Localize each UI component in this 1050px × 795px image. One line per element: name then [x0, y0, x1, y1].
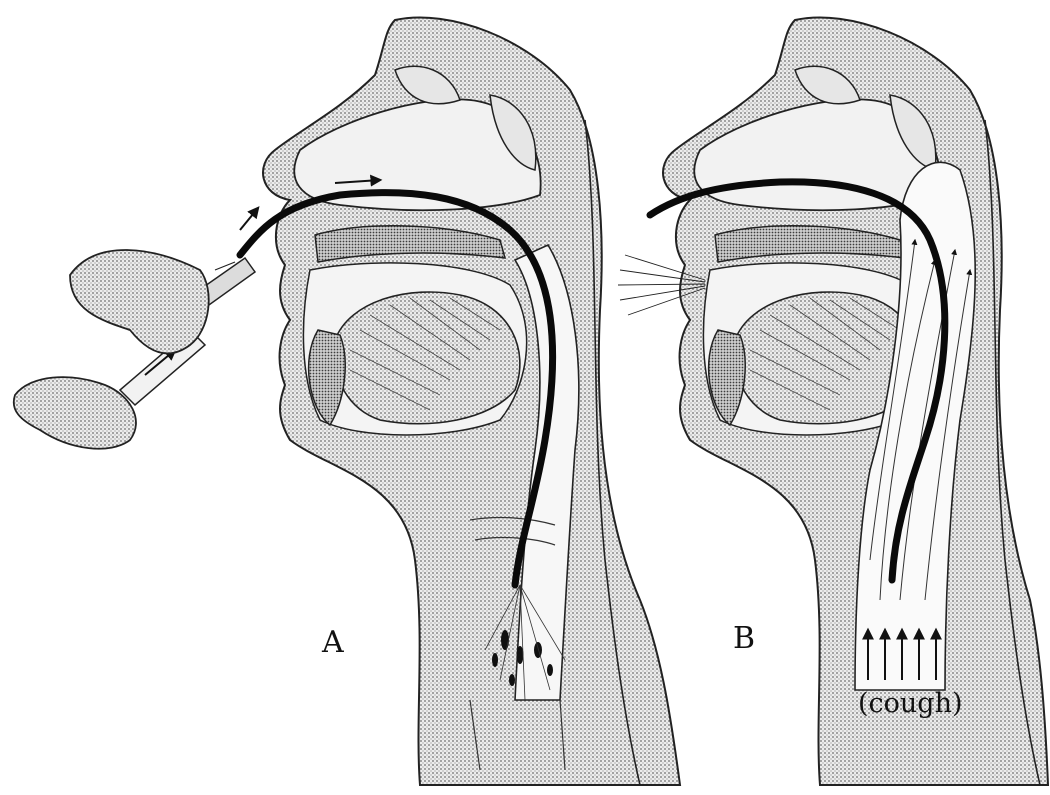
spray-b [617, 254, 706, 316]
catheter-b [646, 178, 949, 584]
cough-arrows [862, 627, 942, 680]
tongue-a [333, 291, 521, 425]
jaw-b [707, 329, 746, 427]
spine-b [984, 119, 1041, 786]
hand-lower [12, 376, 137, 450]
tongue-fibers-b [749, 297, 901, 411]
turbinate-a [394, 65, 461, 105]
secretions-a [492, 630, 553, 686]
trachea-a [469, 516, 566, 771]
tongue-fibers-a [349, 297, 501, 411]
panel-a-label: A [321, 625, 344, 660]
flow-arrow-a1 [239, 206, 260, 231]
airflow-lines-b [869, 238, 973, 601]
turbinate-b [794, 65, 861, 105]
catheter-a [236, 189, 557, 589]
flow-arrow-a2 [334, 174, 383, 187]
spine-a [584, 119, 641, 786]
hand-upper [69, 249, 210, 355]
panel-b-label: B [733, 621, 755, 656]
panel-a: A [12, 16, 682, 786]
turbinate-a2 [489, 94, 537, 171]
palate-a [314, 225, 507, 263]
panel-b: B (cough) [617, 16, 1050, 786]
cough-annotation: (cough) [858, 688, 963, 719]
secretion-lines-a [484, 584, 566, 701]
jaw-a [307, 329, 346, 427]
